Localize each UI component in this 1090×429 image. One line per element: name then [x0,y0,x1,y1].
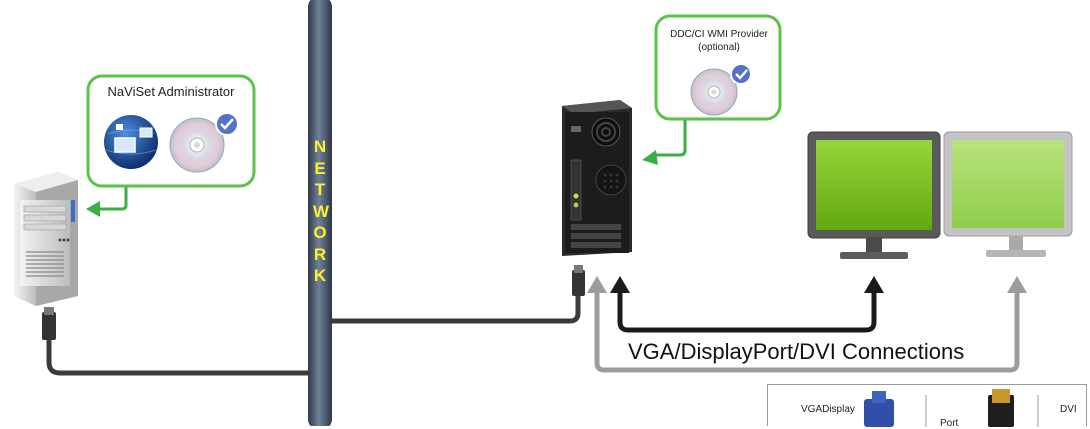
legend-dvi-label: DVI [1060,404,1077,415]
gray-connection-line [594,289,1020,373]
ddc-title-line2: (optional) [698,42,740,53]
black-connection-line [617,289,877,333]
vga-connector-icon [864,391,894,427]
connections-label: VGA/DisplayPort/DVI Connections [628,339,965,364]
primary-monitor-icon [807,131,941,259]
ddc-callout-box [654,14,782,121]
admin-software-disc-icon [169,117,225,173]
black-arrow-head-pc [610,276,630,293]
ddc-title-line1: DDC/CI WMI Provider [670,29,768,40]
connector-legend: VGADisplay Port DVI [767,384,1087,429]
ddc-arrow-head [642,150,658,165]
network-label: NETWORK [313,137,330,285]
gray-arrow-head-monitor [1007,276,1027,293]
server-cable-plug [42,307,56,340]
legend-vga-label: VGADisplay [801,404,855,415]
secondary-monitor-icon [943,131,1073,257]
server-network-cable [46,335,311,376]
admin-callout-arrow [98,187,128,211]
pc-tower-icon [562,100,632,256]
ddc-callout-title: DDC/CI WMI Provider (optional) [655,28,783,54]
network-pole [308,0,332,426]
admin-check-badge-icon [215,112,239,136]
pc-network-cable [329,292,581,324]
ddc-callout-arrow [656,120,687,157]
ddc-check-badge-icon [730,63,752,85]
ddc-software-disc-icon [690,68,738,116]
legend-graphics [864,389,1039,427]
legend-port-label: Port [940,418,959,429]
admin-arrow-head [86,201,100,217]
gray-arrow-head-pc [587,276,607,293]
displayport-connector-icon [988,389,1014,427]
naviset-app-icon [104,115,158,169]
admin-callout-title: NaViSet Administrator [107,84,235,99]
black-arrow-head-monitor [864,276,884,293]
admin-server-icon [14,172,78,306]
pc-cable-plug [572,265,585,296]
